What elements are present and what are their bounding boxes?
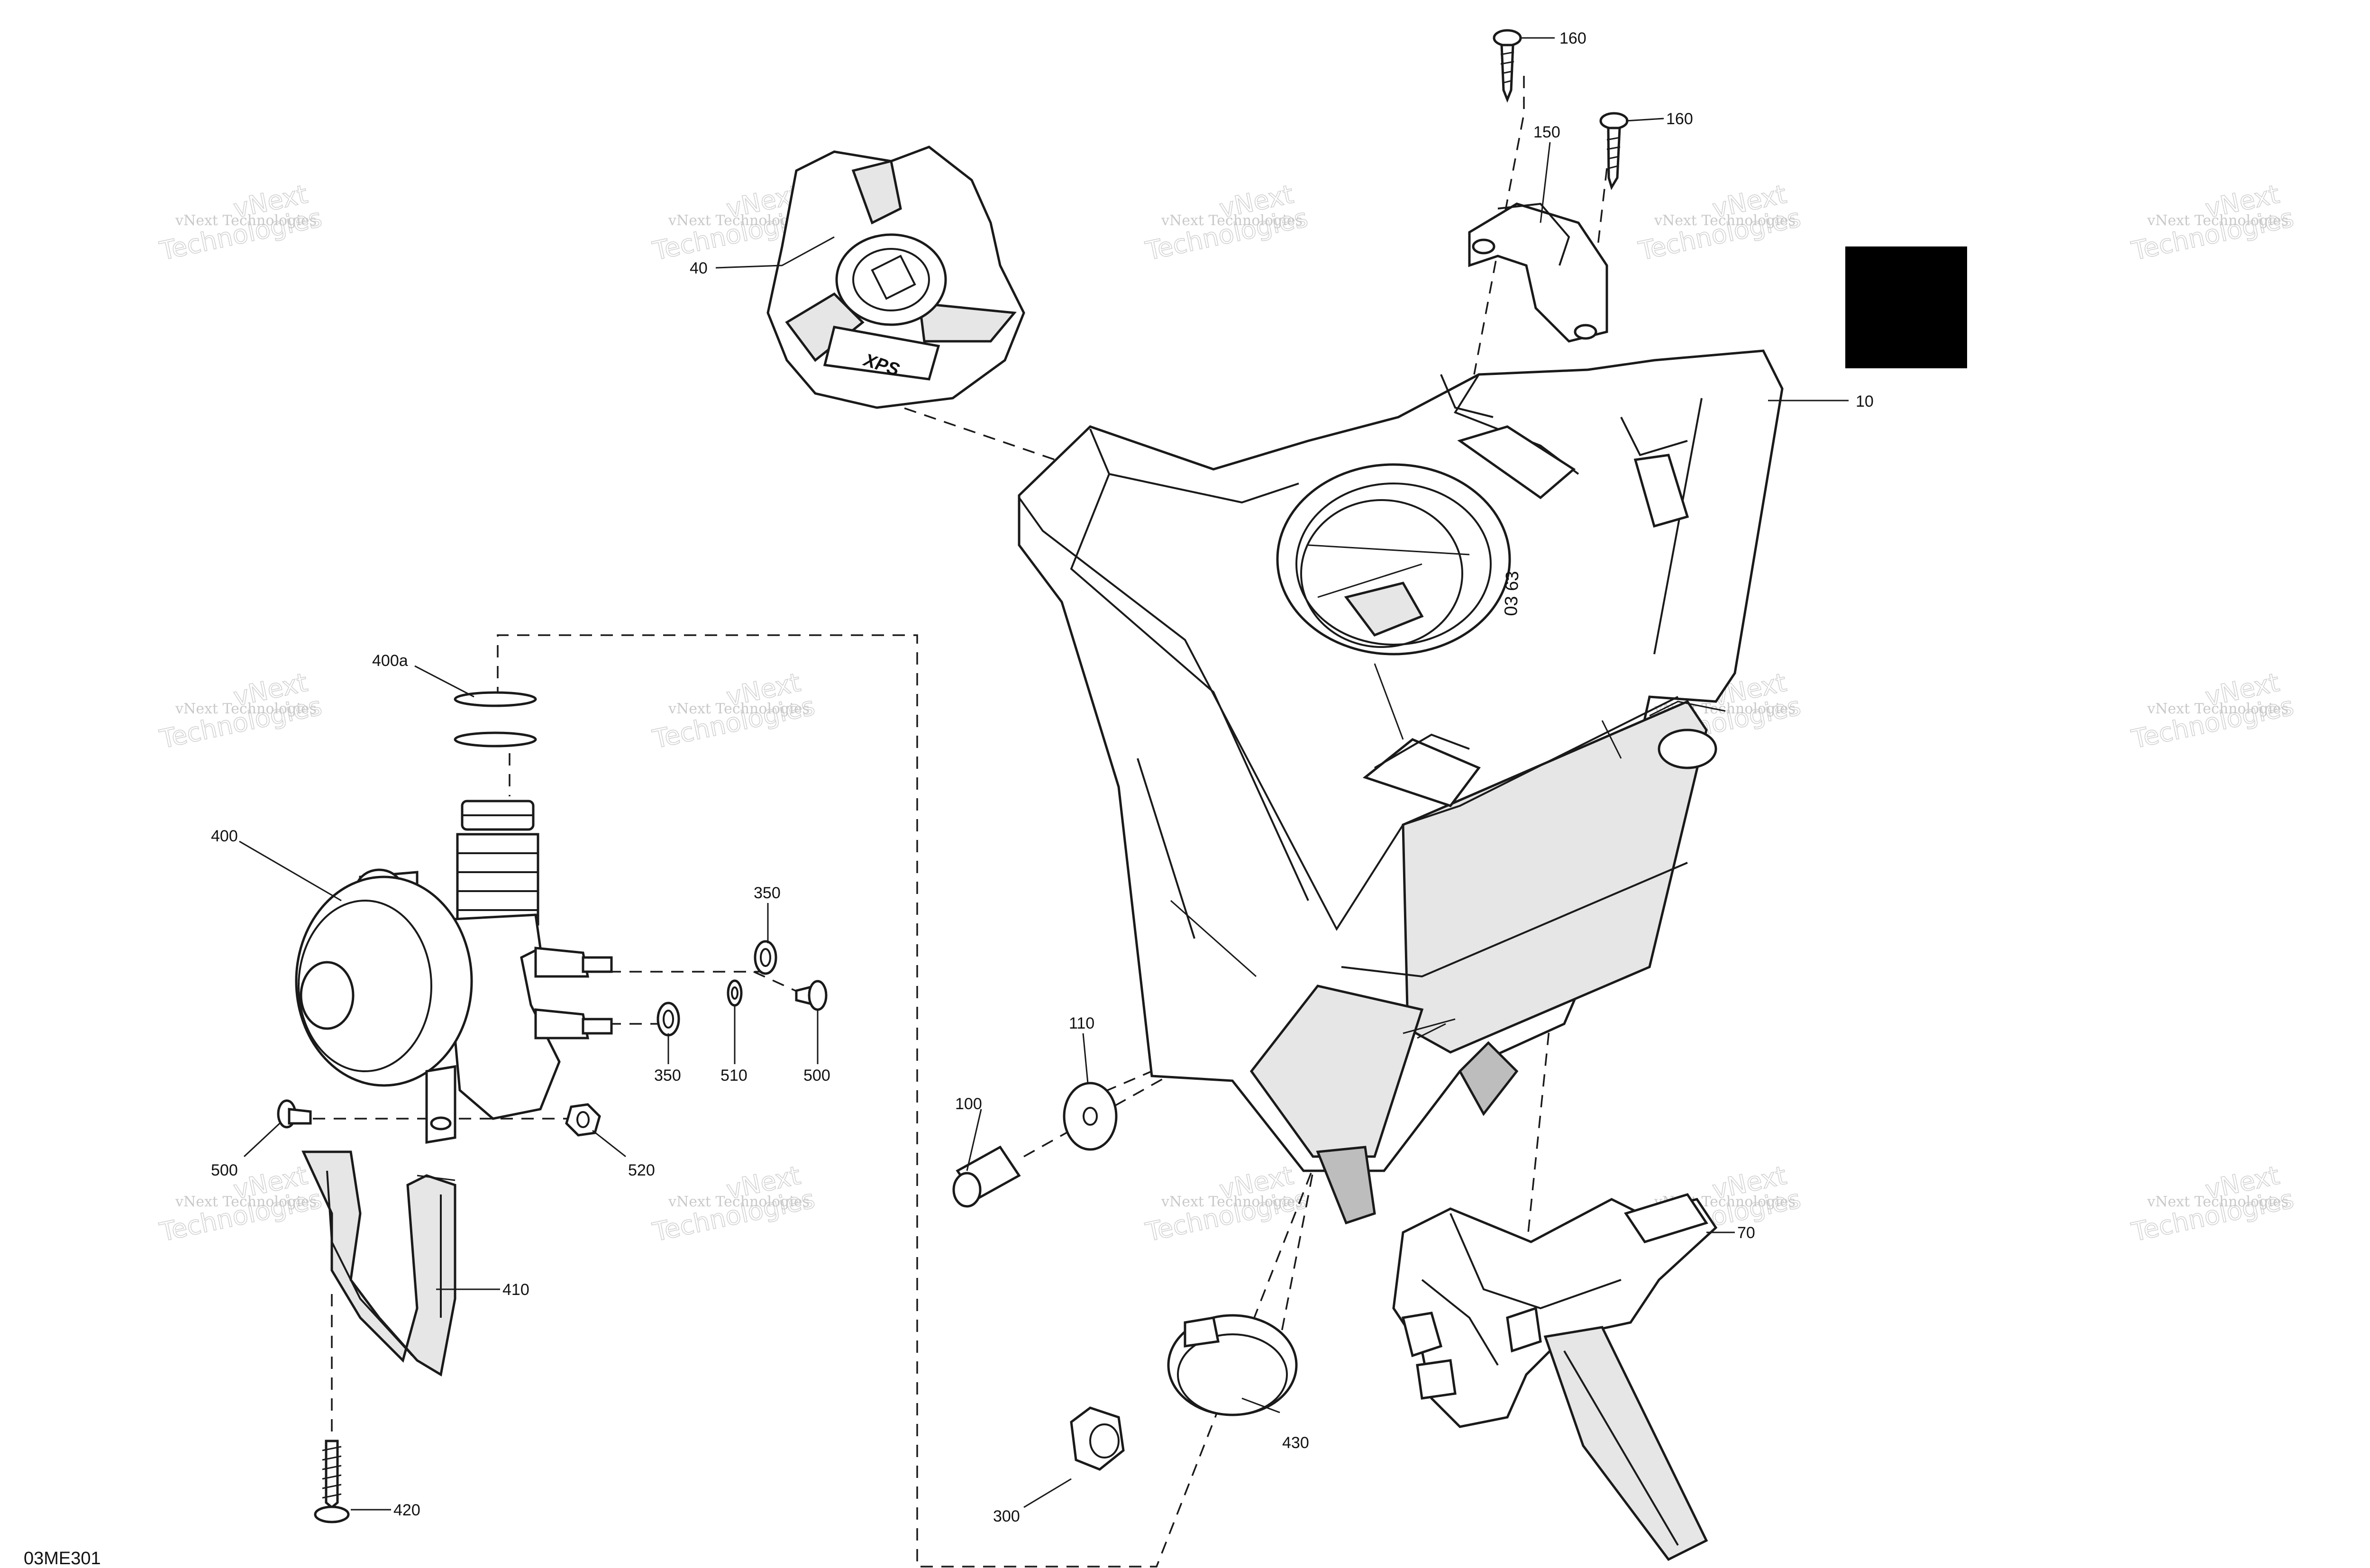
callout-40: 40 xyxy=(690,259,708,277)
callout-10: 10 xyxy=(1856,392,1874,410)
washer-110 xyxy=(1063,1082,1118,1151)
watermark: Technologies vNext vNext Technologies xyxy=(649,1160,818,1248)
callout-500: 500 xyxy=(211,1161,238,1179)
watermark: Technologies vNext vNext Technologies xyxy=(156,667,325,755)
callout-150: 150 xyxy=(1533,123,1560,141)
o-rings-400a xyxy=(454,691,537,748)
tank-bracket xyxy=(1468,202,1608,343)
watermark: Technologies vNext vNext Technologies xyxy=(2128,667,2297,755)
lower-mount xyxy=(1392,1193,1718,1561)
callout-420: 420 xyxy=(393,1501,420,1519)
svg-text:03 63: 03 63 xyxy=(1501,571,1522,617)
callouts: 160 160 150 10 40 400a 400 350 350 510 5… xyxy=(211,29,1874,1525)
svg-text:vNext Technologies: vNext Technologies xyxy=(2147,701,2288,717)
screw-160-upper xyxy=(1493,29,1522,103)
pump-bracket xyxy=(301,1150,456,1377)
watermark: Technologies vNext vNext Technologies xyxy=(1635,179,1804,266)
leader-lines xyxy=(239,37,1849,1511)
callout-400: 400 xyxy=(211,827,238,845)
callout-400a: 400a xyxy=(372,652,408,670)
fuel-tank: 03 63 xyxy=(1018,349,1784,1225)
fuel-cap: XPS xyxy=(766,146,1025,409)
svg-text:vNext Technologies: vNext Technologies xyxy=(175,212,317,229)
callout-500: 500 xyxy=(803,1067,830,1085)
callout-110: 110 xyxy=(1069,1014,1094,1032)
svg-text:vNext Technologies: vNext Technologies xyxy=(1161,1194,1303,1210)
callout-100: 100 xyxy=(955,1095,982,1113)
svg-text:vNext Technologies: vNext Technologies xyxy=(175,1194,317,1210)
washer-510 xyxy=(727,979,743,1007)
watermark: Technologies vNext vNext Technologies xyxy=(2128,179,2297,266)
fuel-pump xyxy=(295,800,613,1144)
callout-350: 350 xyxy=(754,884,781,902)
callout-160: 160 xyxy=(1559,29,1586,47)
tank-stamp: 03 63 xyxy=(1501,571,1522,617)
callout-430: 430 xyxy=(1282,1434,1309,1452)
black-reference-block xyxy=(1845,246,1967,368)
callout-350: 350 xyxy=(654,1067,681,1085)
svg-text:vNext Technologies: vNext Technologies xyxy=(1654,212,1796,229)
screw-500-right xyxy=(795,980,828,1011)
bolt-100 xyxy=(952,1145,1021,1208)
svg-text:vNext Technologies: vNext Technologies xyxy=(1161,212,1303,229)
screw-500-left xyxy=(277,1099,312,1129)
screw-160-lower xyxy=(1599,112,1629,191)
clamp-350-upper xyxy=(754,940,777,975)
svg-text:vNext Technologies: vNext Technologies xyxy=(2147,212,2288,229)
clamp-430 xyxy=(1167,1314,1298,1416)
drawing-reference: 03ME301 xyxy=(24,1549,101,1568)
callout-160: 160 xyxy=(1666,110,1693,128)
callout-510: 510 xyxy=(720,1067,747,1085)
svg-text:vNext Technologies: vNext Technologies xyxy=(175,701,317,717)
watermark: Technologies vNext vNext Technologies xyxy=(156,179,325,266)
watermark: Technologies vNext vNext Technologies xyxy=(1142,179,1311,266)
callout-520: 520 xyxy=(628,1161,655,1179)
callout-300: 300 xyxy=(993,1507,1020,1525)
svg-text:vNext Technologies: vNext Technologies xyxy=(668,701,810,717)
clamp-300 xyxy=(1070,1406,1125,1471)
svg-text:vNext Technologies: vNext Technologies xyxy=(2147,1194,2288,1210)
watermark: Technologies vNext vNext Technologies xyxy=(649,667,818,755)
watermark: Technologies vNext vNext Technologies xyxy=(156,1160,325,1248)
callout-410: 410 xyxy=(502,1281,529,1299)
callout-70: 70 xyxy=(1737,1224,1755,1242)
nut-520 xyxy=(565,1103,601,1137)
watermark: Technologies vNext vNext Technologies xyxy=(1142,1160,1311,1248)
screw-420 xyxy=(314,1440,350,1523)
watermark: Technologies vNext vNext Technologies xyxy=(2128,1160,2297,1248)
svg-text:vNext Technologies: vNext Technologies xyxy=(668,1194,810,1210)
clamp-350-lower xyxy=(656,1002,680,1037)
